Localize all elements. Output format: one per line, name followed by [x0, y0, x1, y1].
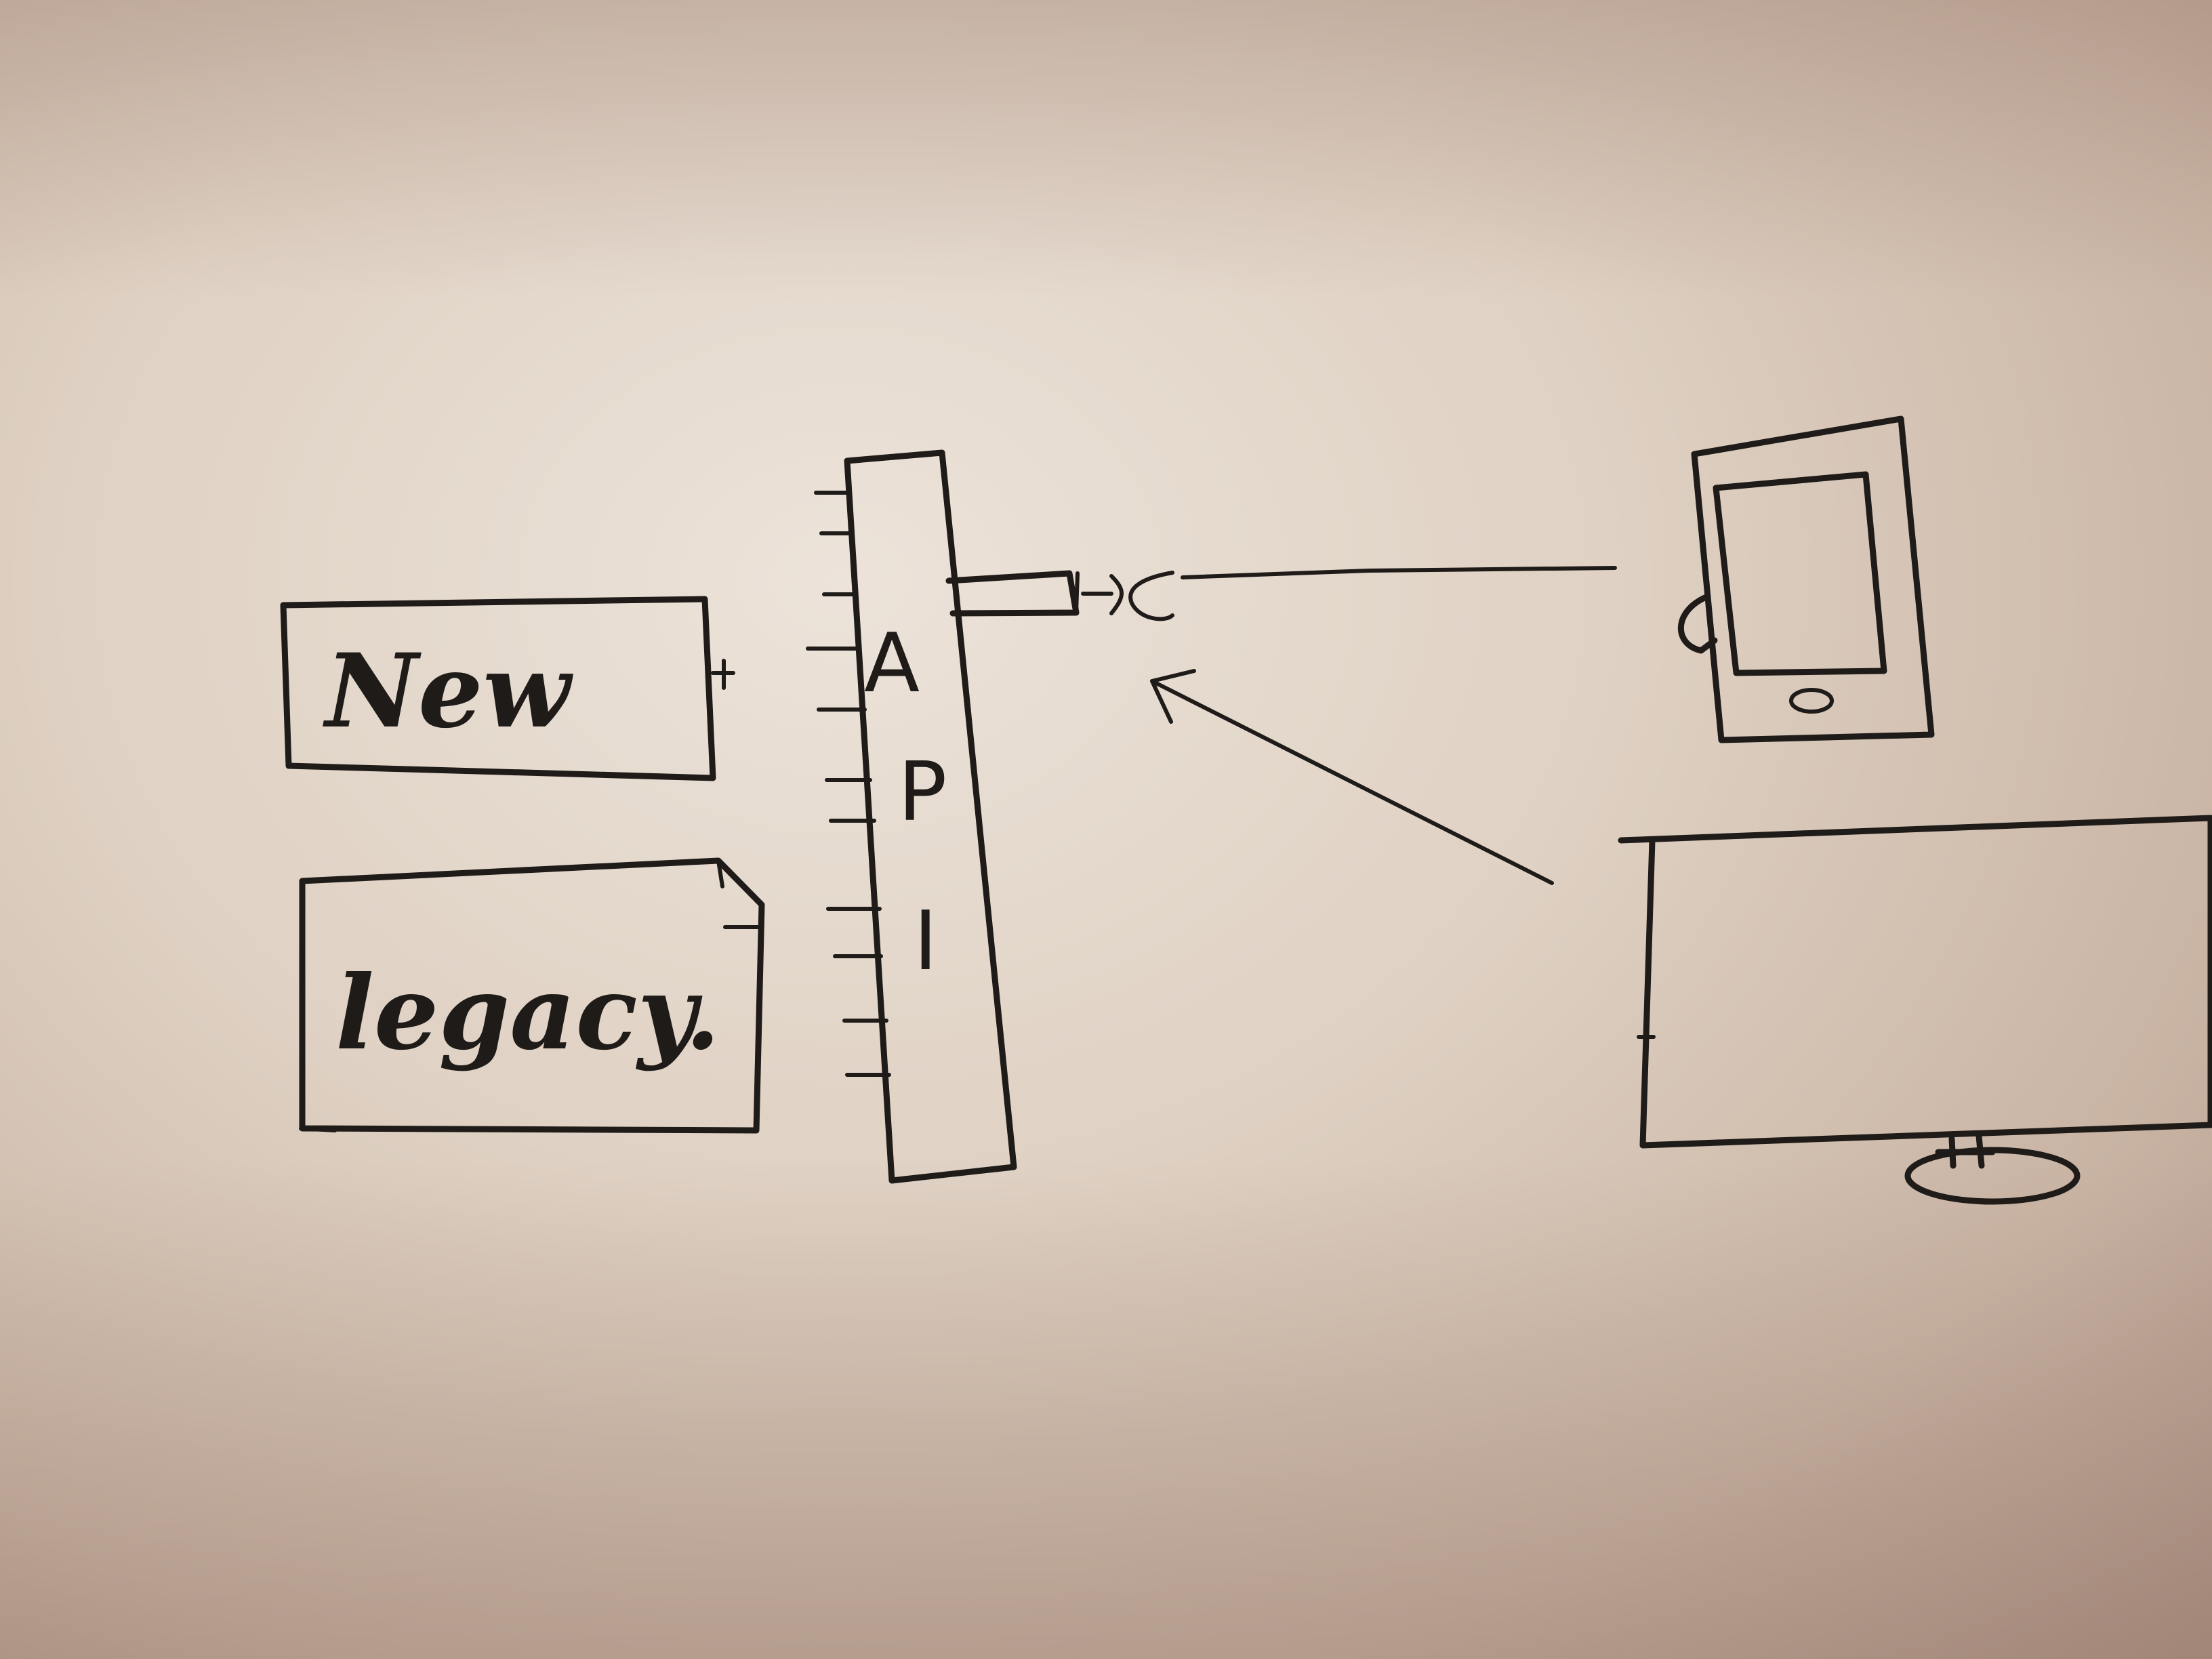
api-socket-plug: [1074, 571, 1124, 615]
new-system-label: New: [325, 632, 571, 751]
legacy-system-label: legacy.: [335, 954, 720, 1073]
api-letter-a: A: [864, 617, 920, 711]
tablet-screen: [1713, 471, 1887, 676]
tablet-arrowhead: [1128, 571, 1174, 621]
monitor-icon: [1618, 815, 2212, 1205]
tablet-to-api-arrow: [1181, 566, 1617, 579]
monitor-stand-base: [1904, 1147, 2081, 1205]
legacy-corner-flap: [716, 859, 724, 888]
monitor-to-api-arrow: [1150, 679, 1554, 885]
new-connector: [711, 659, 735, 690]
api-letter-i: I: [914, 895, 938, 989]
legacy-system-box: [299, 857, 765, 1134]
tablet-icon: [1677, 415, 1935, 743]
monitor-screen: [1618, 815, 2212, 1149]
legacy-corner-mark: [299, 1126, 337, 1132]
api-socket: [945, 570, 1080, 617]
monitor-arrowhead: [1150, 669, 1196, 724]
tablet-hand: [1677, 593, 1718, 654]
api-bar: [844, 449, 1017, 1184]
api-letter-p: P: [898, 745, 947, 840]
tablet-home-button: [1789, 688, 1834, 714]
api-ports: [806, 491, 891, 1077]
new-system-box: [280, 596, 716, 781]
